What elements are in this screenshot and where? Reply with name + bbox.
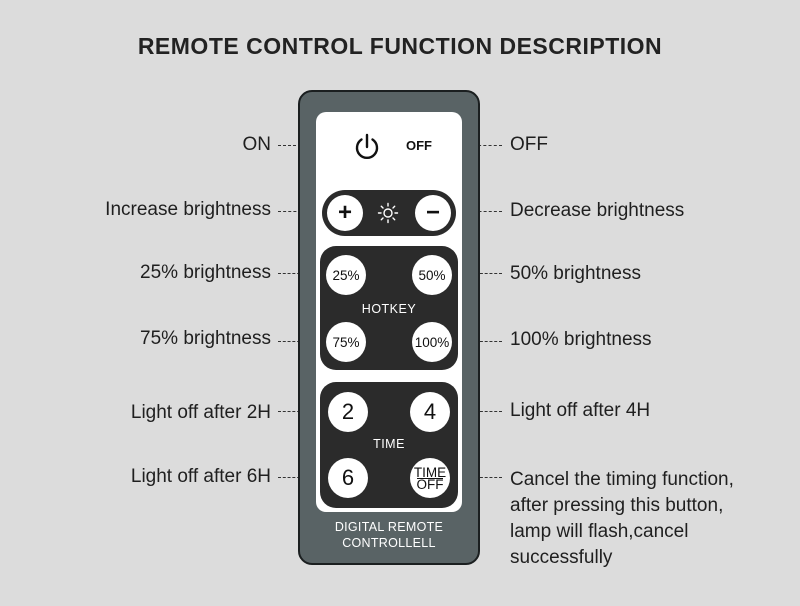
label-cancel-line: successfully [510, 547, 613, 568]
label-cancel-line: after pressing this button, [510, 495, 724, 516]
page-title: REMOTE CONTROL FUNCTION DESCRIPTION [137, 33, 663, 59]
hotkey-100-button[interactable]: 100% [412, 322, 452, 362]
label-off: OFF [510, 134, 548, 155]
label-off-after-4h: Light off after 4H [510, 400, 651, 421]
leader-line [458, 211, 502, 212]
time-off-divider [417, 477, 443, 479]
hotkey-75-button[interactable]: 75% [326, 322, 366, 362]
label-100-brightness: 100% brightness [510, 329, 652, 350]
label-75-brightness: 75% brightness [140, 328, 271, 349]
label-50-brightness: 50% brightness [510, 263, 641, 284]
time-off-button[interactable]: TIME OFF [410, 458, 450, 498]
time-off-bottom-label: OFF [416, 476, 444, 492]
hotkey-25-button[interactable]: 25% [326, 255, 366, 295]
label-cancel-line: Cancel the timing function, [510, 469, 734, 490]
hotkey-label: HOTKEY [361, 302, 417, 316]
hotkey-panel: 25% 50% HOTKEY 75% 100% [320, 246, 458, 370]
timer-2h-button[interactable]: 2 [328, 392, 368, 432]
brightness-down-button[interactable]: − [415, 195, 451, 231]
label-decrease-brightness: Decrease brightness [510, 200, 685, 221]
label-on: ON [242, 134, 272, 155]
brightness-up-button[interactable]: + [327, 195, 363, 231]
remote-brand-line: DIGITAL REMOTE [334, 520, 444, 534]
brightness-control: + − [322, 190, 456, 236]
time-label: TIME [373, 437, 405, 451]
remote-face: OFF + − 25% 50% HOTKEY [316, 112, 462, 512]
remote-brand-label: DIGITAL REMOTE CONTROLLELL [300, 519, 478, 551]
timer-6h-button[interactable]: 6 [328, 458, 368, 498]
power-icon[interactable] [352, 132, 382, 162]
time-panel: 2 4 TIME 6 TIME OFF [320, 382, 458, 508]
label-25-brightness: 25% brightness [140, 262, 271, 283]
sun-icon [377, 202, 399, 224]
remote-brand-line: CONTROLLELL [342, 536, 436, 550]
label-off-after-2h: Light off after 2H [130, 402, 271, 423]
hotkey-50-button[interactable]: 50% [412, 255, 452, 295]
time-off-top-label: TIME [413, 464, 447, 480]
label-cancel-line: lamp will flash,cancel [510, 521, 689, 542]
label-increase-brightness: Increase brightness [105, 199, 271, 220]
label-off-after-6h: Light off after 6H [130, 466, 271, 487]
remote-control: OFF + − 25% 50% HOTKEY [298, 90, 480, 565]
timer-4h-button[interactable]: 4 [410, 392, 450, 432]
label-cancel-timing: Cancel the timing function, after pressi… [510, 467, 734, 571]
off-button[interactable]: OFF [406, 138, 432, 153]
